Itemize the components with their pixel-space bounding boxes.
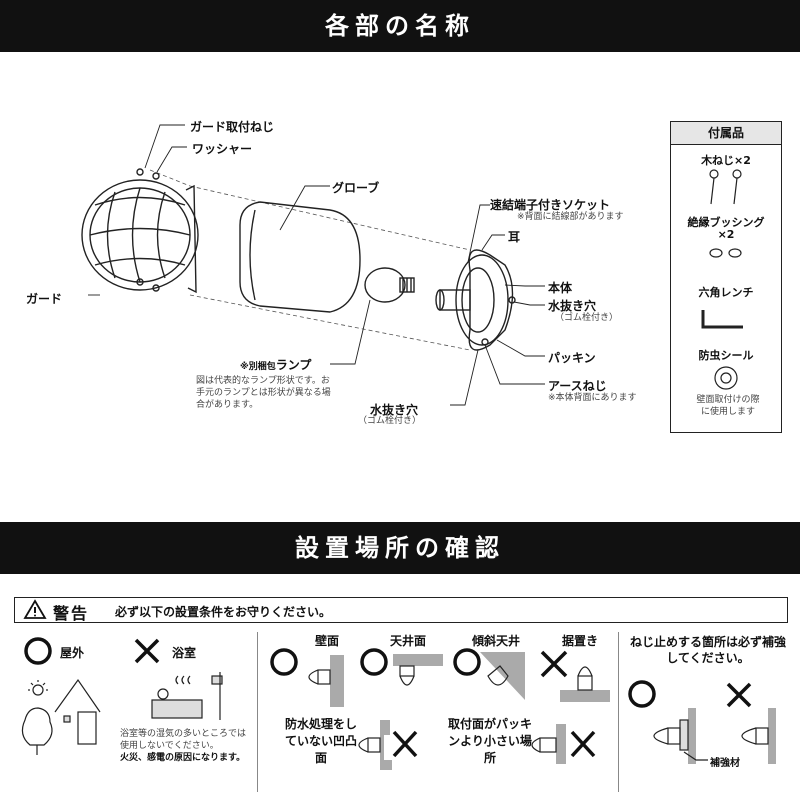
warning-bar: 警告 必ず以下の設置条件をお守りください。: [14, 597, 788, 623]
accessories-box: 付属品 木ねじ×2 絶縁ブッシング ×2 六角レンチ 防虫シール 壁面取付けの際…: [670, 121, 782, 433]
label-floor: 据置き: [562, 634, 599, 648]
tree-icon: [21, 707, 53, 755]
fixture-ceiling: [399, 665, 415, 686]
body-drawing: [435, 249, 516, 351]
label-lamp-prefix: ※別梱包: [240, 362, 276, 372]
fixture-floor: [577, 666, 593, 691]
ng-floor-icon: [540, 650, 568, 678]
ng-bathroom-icon: [134, 638, 160, 664]
wall-surface: [330, 655, 344, 707]
divider: [618, 632, 619, 792]
insect-seal-icon: [714, 366, 738, 390]
sun-icon: [28, 680, 48, 696]
accessories-icons: [701, 169, 743, 390]
acc-bushing-line2: ×2: [717, 228, 735, 241]
label-lamp: ※別梱包ランプ: [240, 356, 311, 373]
label-ear: 耳: [508, 230, 521, 244]
bathroom-note-bold: 火災、感電の原因になります。: [120, 753, 246, 763]
label-drain-bottom: 水抜き穴: [370, 403, 419, 417]
wood-screw-icon: [709, 169, 742, 205]
label-bathroom: 浴室: [172, 646, 197, 660]
ceiling-surface: [393, 654, 443, 666]
label-uneven: 防水処理をしていない凹凸面: [284, 717, 357, 765]
section-title-location: 設置場所の確認: [0, 522, 800, 574]
acc-insect-note: 壁面取付けの際に使用します: [696, 395, 760, 417]
acc-insect-seal: 防虫シール: [698, 349, 754, 362]
hex-wrench-icon: [701, 310, 743, 329]
label-reinforce: ねじ止めする箇所は必ず補強してください。: [629, 635, 786, 665]
ok-outdoor-icon: [24, 637, 52, 665]
fixture-wall: [308, 669, 331, 685]
ok-reinforced-icon: [628, 680, 656, 708]
socket-note: ※背面に結線部があります: [517, 212, 624, 222]
ok-slope-icon: [453, 648, 481, 676]
label-outdoor: 屋外: [60, 646, 85, 660]
acc-wood-screw: 木ねじ×2: [701, 154, 751, 167]
divider: [257, 632, 258, 792]
label-washer: ワッシャー: [192, 142, 253, 156]
slope-surface: [480, 652, 525, 700]
plain-wall: [768, 708, 776, 764]
bathtub: [151, 699, 203, 719]
ng-unreinforced-icon: [726, 682, 752, 708]
fixture-small: [531, 737, 557, 753]
floor-surface: [560, 690, 610, 702]
label-socket: 速結端子付きソケット: [490, 198, 611, 212]
small-surface: [556, 724, 566, 764]
accessories-title: 付属品: [671, 122, 781, 145]
label-wall: 壁面: [315, 634, 340, 648]
label-packing: パッキン: [548, 351, 596, 365]
section-title-parts: 各部の名称: [0, 0, 800, 52]
ok-ceiling-icon: [360, 648, 388, 676]
warning-triangle-icon: [23, 599, 47, 619]
acc-bushing-line1: 絶縁ブッシング: [687, 216, 765, 229]
acc-hex-wrench: 六角レンチ: [698, 286, 754, 299]
house-roof: [54, 678, 101, 713]
warning-title: 警告: [53, 604, 90, 623]
ok-wall-icon: [270, 648, 298, 676]
bathroom-note: 浴室等の湿気の多いところでは使用しないでください。火災、感電の原因になります。: [120, 728, 248, 764]
ng-small-icon: [570, 730, 596, 758]
fixture-uneven: [358, 737, 381, 753]
guard-drawing: [81, 168, 199, 294]
fixture-unreinforced: [741, 727, 769, 745]
label-earth-screw: アースねじ: [548, 379, 607, 393]
fixture-reinforced: [653, 727, 681, 745]
bushing-icon: [709, 248, 742, 258]
lamp-note: 図は代表的なランプ形状です。お手元のランプとは形状が異なる場合があります。: [196, 376, 331, 410]
warning-text: 必ず以下の設置条件をお守りください。: [115, 605, 332, 619]
label-drain-bottom-sub: （ゴム栓付き）: [358, 416, 422, 426]
lamp-drawing: [364, 267, 415, 303]
label-lamp-name: ランプ: [275, 358, 312, 372]
door: [77, 711, 97, 745]
uneven-surface: [380, 720, 392, 770]
label-ceiling: 天井面: [390, 634, 427, 648]
label-small: 取付面がパッキンより小さい場所: [447, 717, 532, 765]
label-drain-right: 水抜き穴: [548, 299, 597, 313]
label-reinforce-material: 補強材: [710, 758, 740, 769]
label-guard: ガード: [26, 292, 63, 306]
bathroom-note-text: 浴室等の湿気の多いところでは使用しないでください。: [120, 729, 247, 751]
label-guard-screw: ガード取付ねじ: [190, 120, 275, 134]
globe-drawing: [239, 201, 361, 313]
earth-note: ※本体背面にあります: [548, 393, 637, 403]
fixture-slope: [487, 665, 509, 686]
reinforce-wall: [688, 708, 696, 764]
ng-uneven-icon: [392, 730, 418, 758]
label-drain-right-sub: （ゴム栓付き）: [555, 313, 619, 323]
label-slope: 傾斜天井: [472, 634, 521, 648]
label-body: 本体: [548, 281, 573, 295]
label-globe: グローブ: [332, 181, 380, 195]
